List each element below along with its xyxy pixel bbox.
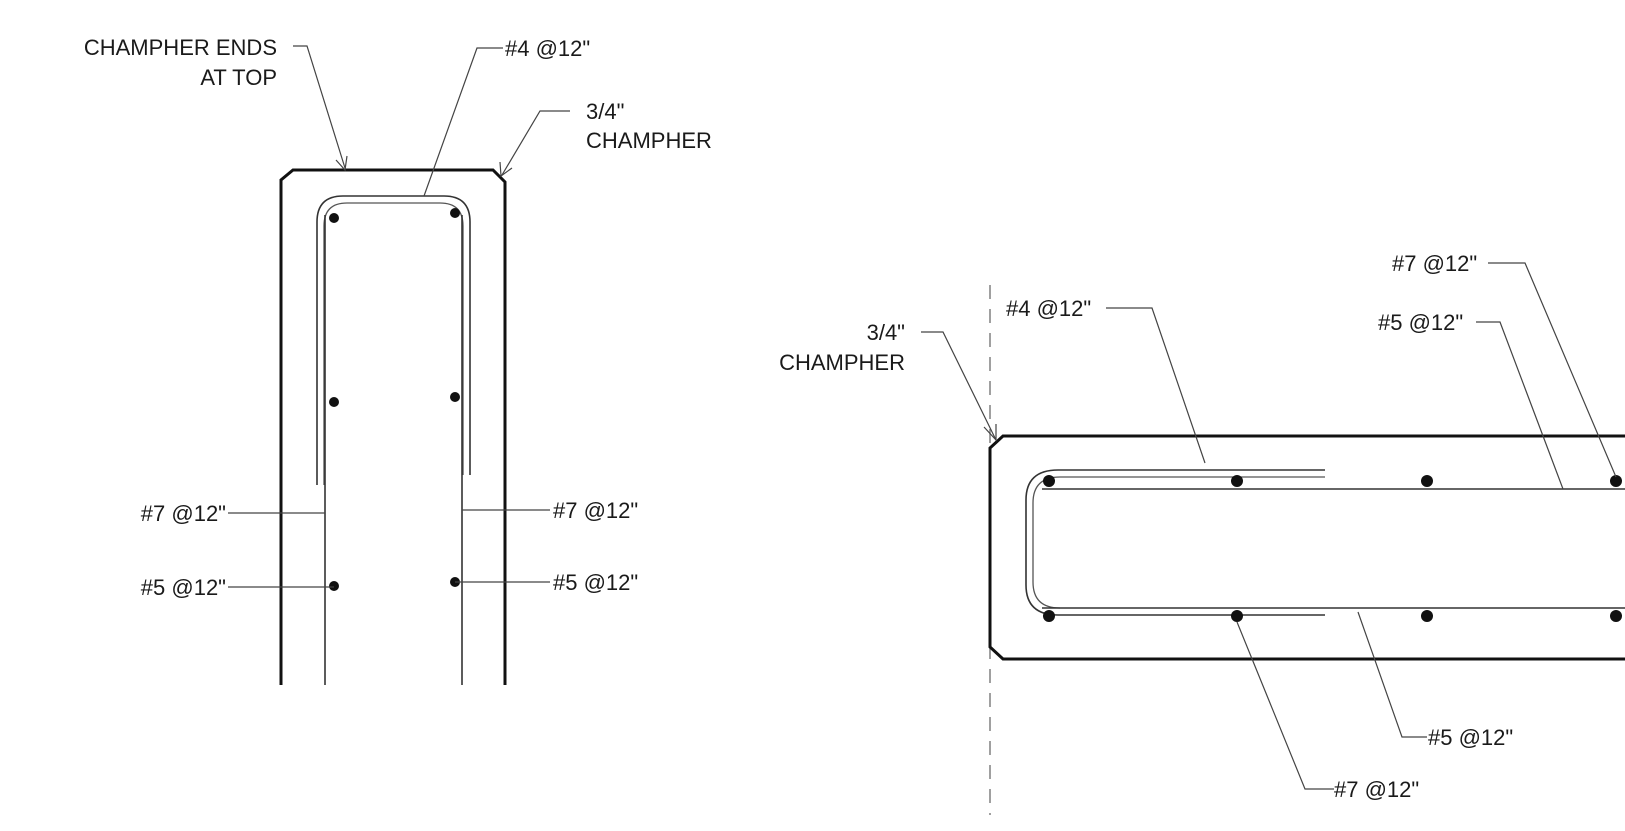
footing-rebar-dot — [1043, 610, 1055, 622]
wall-u-bar — [316, 195, 471, 485]
wall-rebar-dot — [329, 581, 339, 591]
footing-section: 3/4" CHAMPHER #4 @12" #7 @12" #5 @12" #5… — [779, 251, 1625, 815]
wall-chamfer-label-line2: CHAMPHER — [586, 128, 712, 153]
footing-outline — [988, 434, 1625, 661]
wall-top-bar-label: #4 @12" — [505, 36, 590, 61]
footing-bottom-5-label: #5 @12" — [1428, 725, 1513, 750]
footing-top-right-5-label: #5 @12" — [1378, 310, 1463, 335]
footing-rebar-dot — [1231, 475, 1243, 487]
wall-left-vertical-label: #7 @12" — [141, 501, 226, 526]
chamfer-ends-leader — [293, 45, 346, 169]
footing-rebar-dot — [1610, 610, 1622, 622]
wall-top-bar-leader — [423, 47, 503, 197]
footing-top-bar-label: #4 @12" — [1006, 296, 1091, 321]
footing-rebar-dot — [1421, 610, 1433, 622]
footing-chamfer-leader — [921, 331, 997, 441]
footing-bottom-7-label: #7 @12" — [1334, 777, 1419, 802]
wall-rebar-dot — [329, 397, 339, 407]
chamfer-ends-label-line1: CHAMPHER ENDS — [84, 35, 277, 60]
footing-top-right-5-leader — [1476, 321, 1564, 490]
wall-right-vertical-label: #7 @12" — [553, 498, 638, 523]
footing-rebar-dot — [1231, 610, 1243, 622]
chamfer-ends-label-line2: AT TOP — [200, 65, 277, 90]
footing-bottom-5-leader — [1357, 611, 1427, 738]
footing-top-bar-leader — [1106, 307, 1206, 464]
footing-bottom-7-leader — [1236, 621, 1334, 790]
footing-rebar-dot — [1043, 475, 1055, 487]
footing-u-bar-inner — [1032, 476, 1325, 609]
wall-section: CHAMPHER ENDS AT TOP #4 @12" 3/4" CHAMPH… — [84, 35, 712, 685]
wall-rebar-dot — [450, 392, 460, 402]
wall-chamfer-leader — [501, 110, 570, 176]
wall-chamfer-label-line1: 3/4" — [586, 99, 624, 124]
wall-rebar-dot — [329, 213, 339, 223]
footing-top-right-7-leader — [1488, 262, 1617, 478]
wall-left-horizontal-label: #5 @12" — [141, 575, 226, 600]
chamfer-ends-arrowhead — [335, 155, 348, 172]
wall-rebar-dot — [450, 208, 460, 218]
footing-chamfer-label-line2: CHAMPHER — [779, 350, 905, 375]
footing-rebar-dot — [1610, 475, 1622, 487]
footing-top-right-7-label: #7 @12" — [1392, 251, 1477, 276]
footing-u-bar — [1025, 469, 1325, 616]
wall-outline — [279, 168, 507, 685]
wall-chamfer-arrowhead — [499, 161, 513, 178]
footing-rebar-dot — [1421, 475, 1433, 487]
wall-u-bar-inner — [323, 202, 464, 485]
footing-chamfer-arrowhead — [983, 424, 997, 442]
footing-chamfer-label-line1: 3/4" — [867, 320, 905, 345]
wall-right-horizontal-label: #5 @12" — [553, 570, 638, 595]
